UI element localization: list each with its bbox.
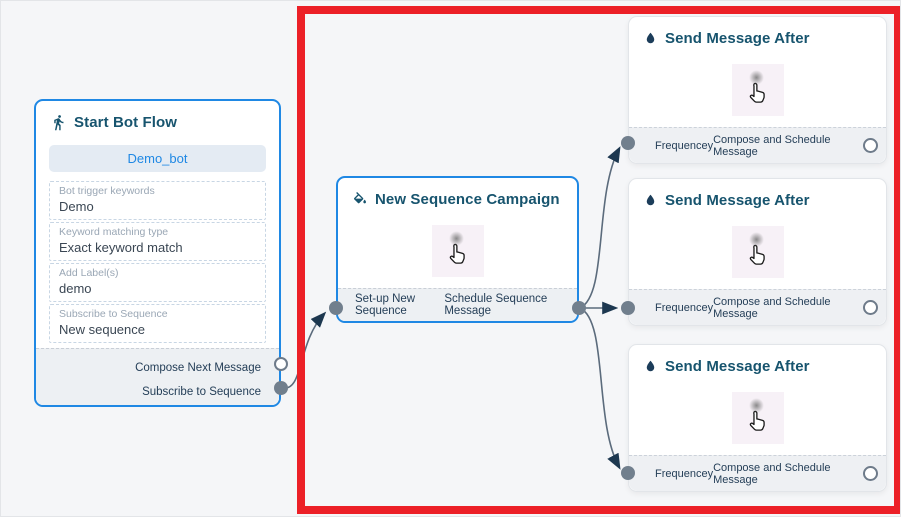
- click-to-configure-area[interactable]: [431, 225, 484, 277]
- send-node-header: Send Message After: [629, 345, 886, 381]
- handle-label-setup-new-sequence: Set-up New Sequence: [355, 293, 416, 317]
- water-drop-icon: [646, 360, 655, 372]
- handle-label-frequency: Frequencey: [655, 467, 714, 480]
- send-node-body: [629, 53, 886, 127]
- field-value: Demo: [59, 199, 94, 214]
- output-subscribe-to-sequence: Subscribe to Sequence: [142, 386, 261, 398]
- send1-input-handle[interactable]: [621, 136, 635, 150]
- start-subscribe-output-handle[interactable]: [274, 381, 288, 395]
- edge-seq-to-send3: [579, 307, 621, 470]
- click-to-configure-area[interactable]: [731, 64, 784, 116]
- field-label: Keyword matching type: [59, 226, 169, 238]
- cursor-smudge: [748, 70, 764, 85]
- start-node-title: Start Bot Flow: [74, 114, 178, 131]
- send-message-after-node-1[interactable]: Send Message After Frequencey Compose an…: [628, 16, 887, 164]
- handle-label-frequency: Frequencey: [655, 139, 714, 152]
- start-node-fields: Bot trigger keywords Demo Keyword matchi…: [49, 181, 266, 345]
- handle-label-schedule-sequence-message: Schedule Sequence Message: [444, 293, 548, 317]
- start-node-footer: Compose Next Message Subscribe to Sequen…: [36, 348, 279, 405]
- output-compose-next-message: Compose Next Message: [135, 362, 261, 374]
- hand-cursor-icon: [749, 410, 765, 431]
- send-node-body: [629, 215, 886, 289]
- send-node-footer: Frequencey Compose and Schedule Message: [629, 127, 886, 163]
- seq-output-handle[interactable]: [572, 301, 586, 315]
- edge-seq-to-send1: [579, 146, 621, 309]
- field-value: demo: [59, 281, 92, 296]
- send-node-header: Send Message After: [629, 179, 886, 215]
- send-node-title: Send Message After: [665, 358, 810, 375]
- send3-input-handle[interactable]: [621, 466, 635, 480]
- output-handle[interactable]: [863, 138, 878, 153]
- send2-input-handle[interactable]: [621, 301, 635, 315]
- handle-label-compose-and-schedule: Compose and Schedule Message: [713, 133, 831, 158]
- field-bot-trigger-keywords[interactable]: Bot trigger keywords Demo: [49, 181, 266, 220]
- field-subscribe-to-sequence[interactable]: Subscribe to Sequence New sequence: [49, 304, 266, 343]
- field-label: Bot trigger keywords: [59, 185, 155, 197]
- field-value: New sequence: [59, 322, 145, 337]
- walking-person-icon: [54, 115, 64, 131]
- cursor-smudge: [748, 398, 764, 413]
- cursor-smudge: [748, 232, 764, 247]
- send-message-after-node-3[interactable]: Send Message After Frequencey Compose an…: [628, 344, 887, 492]
- send-node-header: Send Message After: [629, 17, 886, 53]
- new-sequence-campaign-node[interactable]: New Sequence Campaign Set-up New Sequenc…: [336, 176, 579, 323]
- field-keyword-matching-type[interactable]: Keyword matching type Exact keyword matc…: [49, 222, 266, 261]
- send-node-body: [629, 381, 886, 455]
- field-add-labels[interactable]: Add Label(s) demo: [49, 263, 266, 302]
- hand-cursor-icon: [749, 82, 765, 103]
- start-node-header: Start Bot Flow: [36, 101, 279, 137]
- seq-node-header: New Sequence Campaign: [338, 178, 577, 214]
- cursor-smudge: [448, 231, 464, 246]
- handle-label-frequency: Frequencey: [655, 301, 714, 314]
- click-to-configure-area[interactable]: [731, 392, 784, 444]
- paint-bucket-icon: [353, 191, 366, 203]
- seq-node-footer: Set-up New Sequence Schedule Sequence Me…: [338, 288, 577, 321]
- send-node-title: Send Message After: [665, 192, 810, 209]
- field-value: Exact keyword match: [59, 240, 183, 255]
- water-drop-icon: [646, 32, 655, 44]
- hand-cursor-icon: [749, 244, 765, 265]
- output-handle[interactable]: [863, 300, 878, 315]
- seq-node-title: New Sequence Campaign: [375, 191, 560, 208]
- send-node-footer: Frequencey Compose and Schedule Message: [629, 289, 886, 325]
- send-message-after-node-2[interactable]: Send Message After Frequencey Compose an…: [628, 178, 887, 326]
- handle-label-compose-and-schedule: Compose and Schedule Message: [713, 461, 831, 486]
- seq-node-body: [338, 214, 577, 288]
- output-handle[interactable]: [863, 466, 878, 481]
- field-label: Add Label(s): [59, 267, 119, 279]
- click-to-configure-area[interactable]: [731, 226, 784, 278]
- start-compose-output-handle[interactable]: [274, 357, 288, 371]
- water-drop-icon: [646, 194, 655, 206]
- hand-cursor-icon: [449, 243, 465, 264]
- field-label: Subscribe to Sequence: [59, 308, 168, 320]
- send-node-title: Send Message After: [665, 30, 810, 47]
- edge-subscribe-to-sequence: [281, 311, 327, 389]
- seq-input-handle[interactable]: [329, 301, 343, 315]
- bot-name-button[interactable]: Demo_bot: [49, 145, 266, 172]
- start-bot-flow-node[interactable]: Start Bot Flow Demo_bot Bot trigger keyw…: [34, 99, 281, 407]
- send-node-footer: Frequencey Compose and Schedule Message: [629, 455, 886, 491]
- handle-label-compose-and-schedule: Compose and Schedule Message: [713, 295, 831, 320]
